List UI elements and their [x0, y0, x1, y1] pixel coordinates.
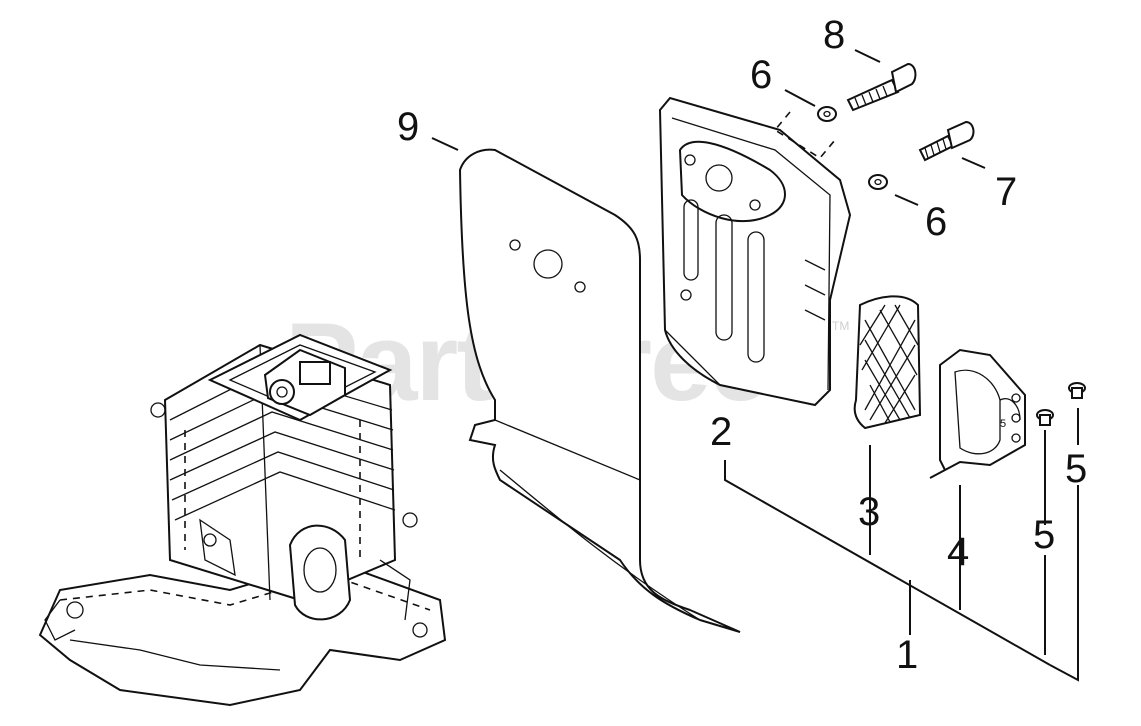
spark-arrestor-screen-part[interactable]: [853, 295, 922, 430]
muffler-cover-part[interactable]: 5: [929, 348, 1026, 479]
callout-6-top: 6: [750, 53, 772, 97]
callout-1: 1: [896, 633, 918, 677]
washer-part-a[interactable]: [817, 106, 837, 122]
callout-3: 3: [858, 490, 880, 534]
cover-mark: 5: [1000, 418, 1006, 430]
watermark-tm: TM: [832, 319, 849, 333]
callout-5-right: 5: [1065, 447, 1087, 491]
leader-lines: [431, 49, 1079, 682]
screw-part-b[interactable]: [1068, 382, 1086, 399]
bolt-long-part[interactable]: [846, 62, 917, 112]
heat-shield-gasket-part[interactable]: [458, 148, 741, 633]
callout-6-bottom: 6: [925, 200, 947, 244]
callout-9: 9: [397, 105, 419, 149]
washer-part-b[interactable]: [868, 174, 888, 190]
engine-cylinder-part[interactable]: [38, 333, 447, 707]
bolt-short-part[interactable]: [918, 120, 975, 162]
callout-7: 7: [995, 170, 1017, 214]
callout-5-left: 5: [1033, 513, 1055, 557]
muffler-body-part[interactable]: [658, 96, 852, 407]
callout-2: 2: [710, 410, 732, 454]
callout-4: 4: [947, 530, 969, 574]
callout-8: 8: [823, 13, 845, 57]
screw-part-a[interactable]: [1036, 409, 1054, 426]
